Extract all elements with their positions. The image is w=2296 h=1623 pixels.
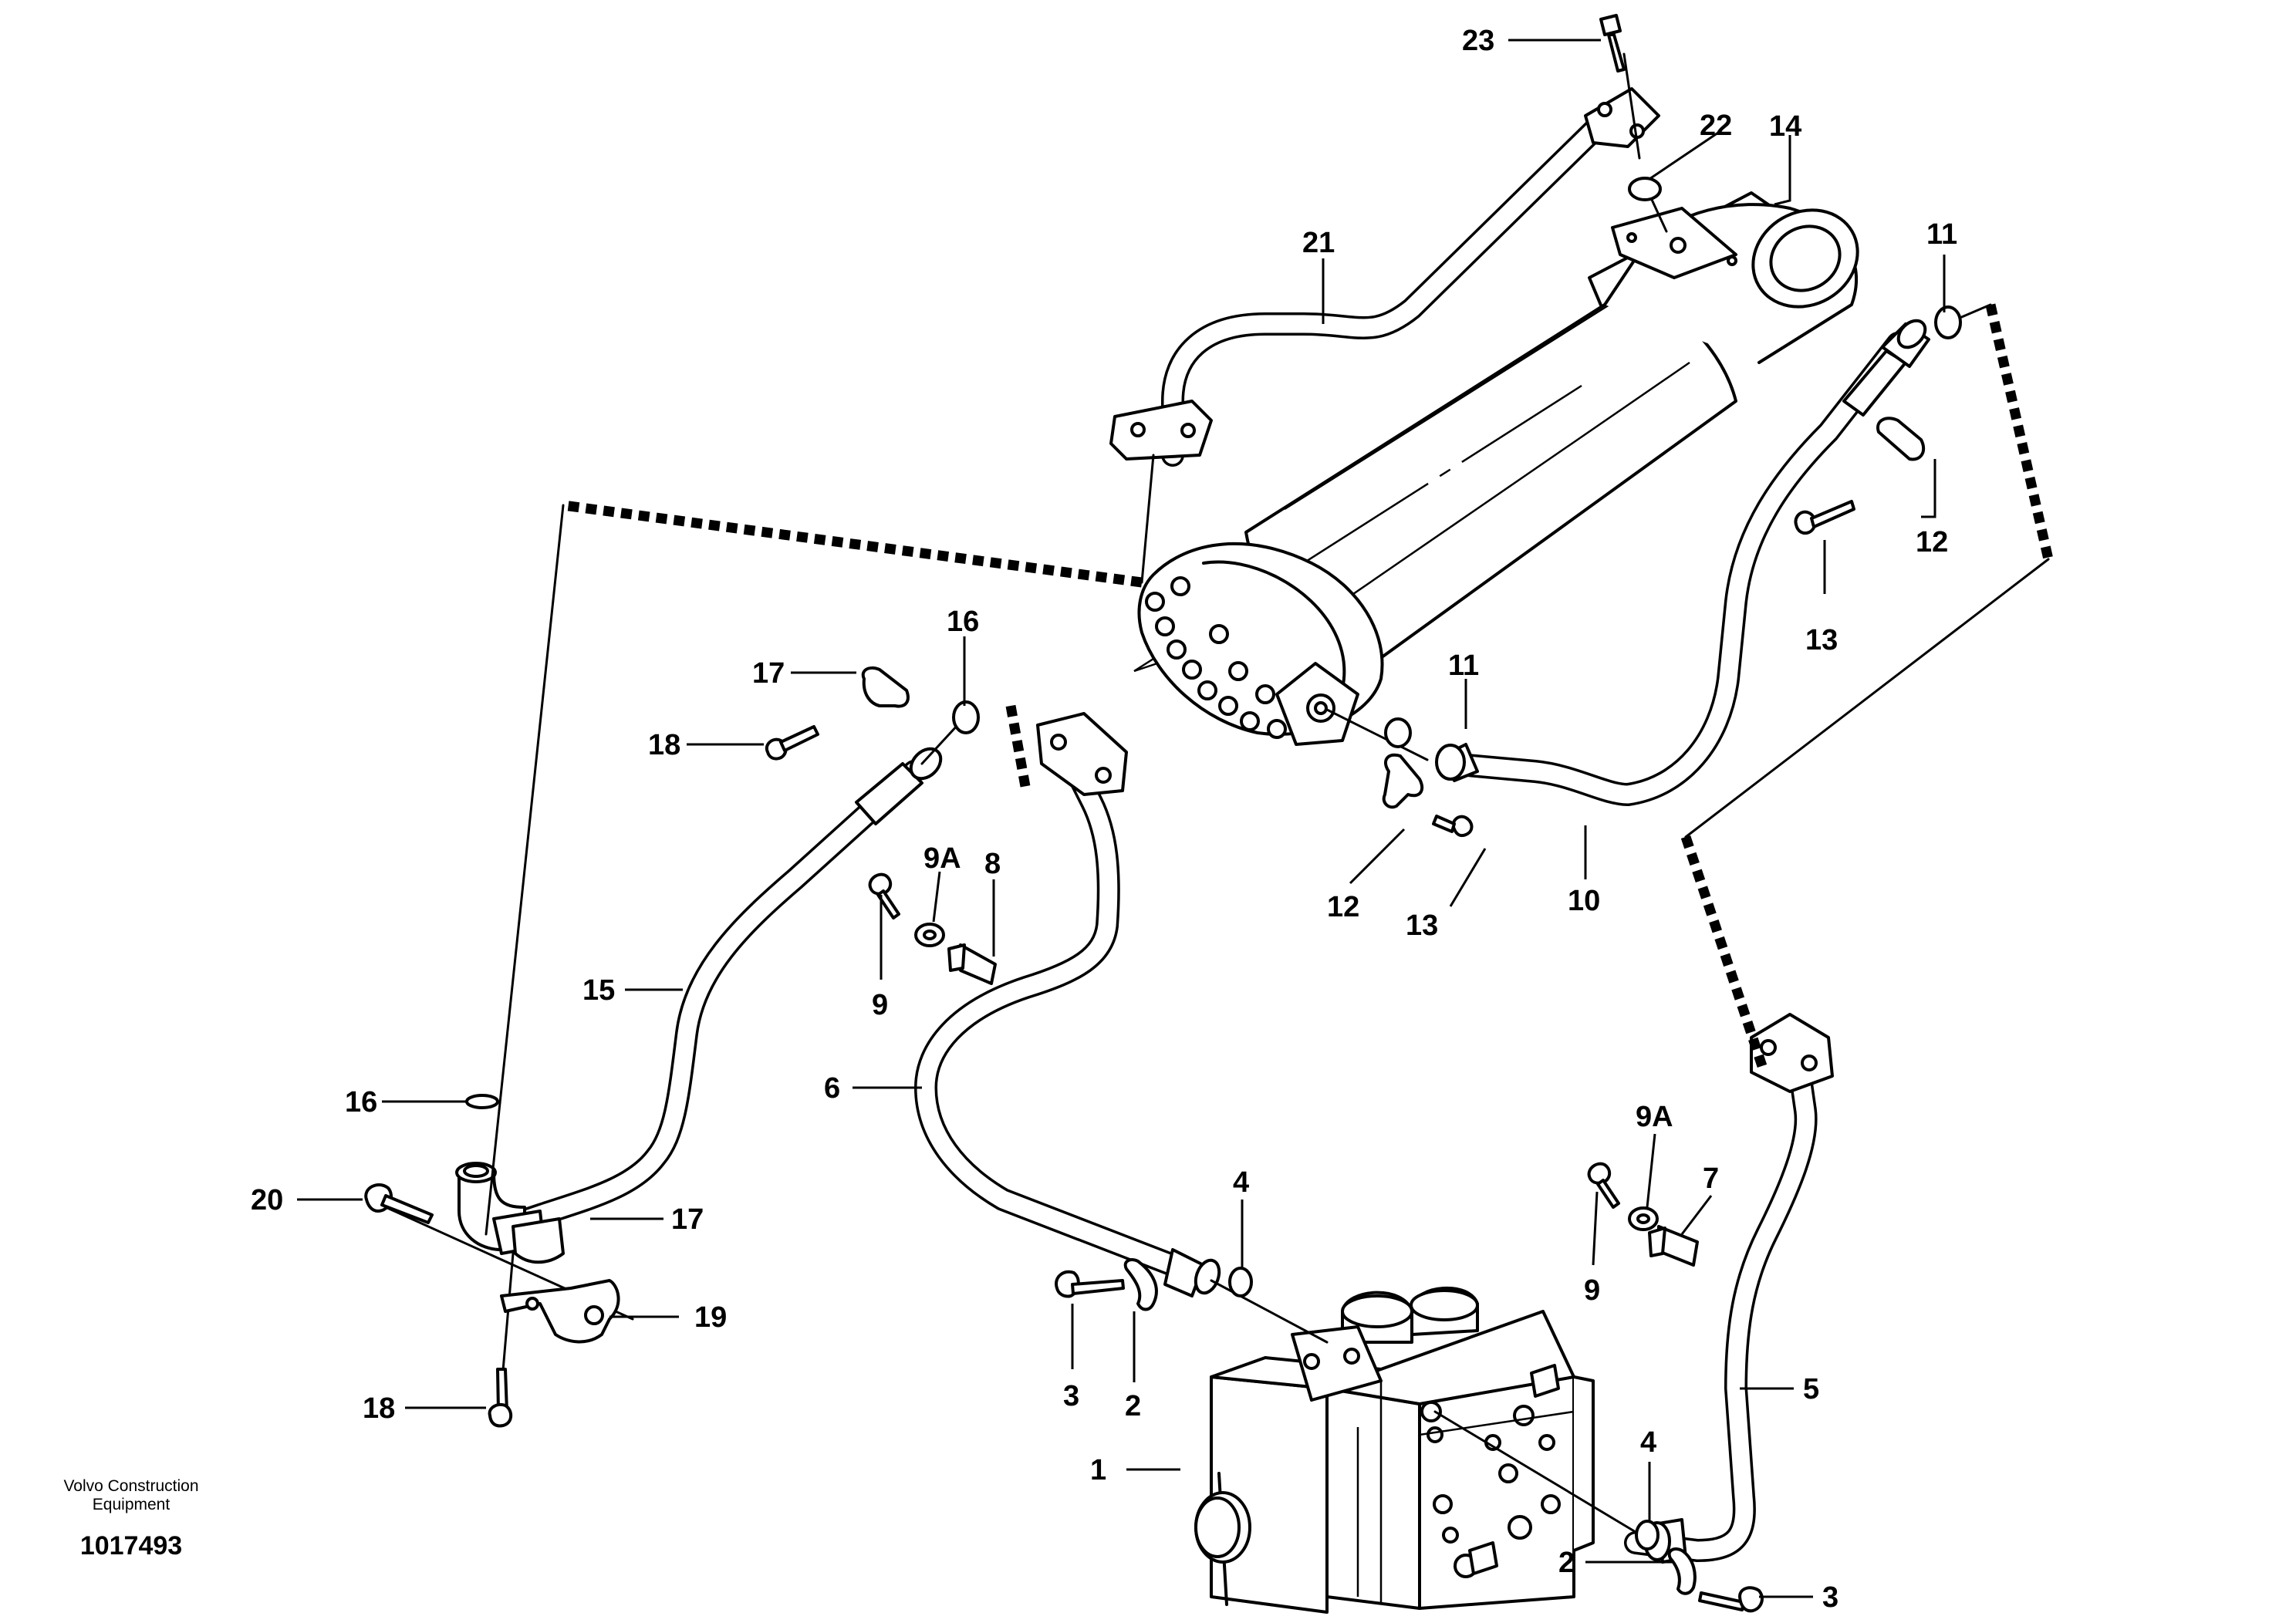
callout-3-mid: 3 xyxy=(1063,1380,1079,1412)
callout-11-mid: 11 xyxy=(1448,650,1479,682)
callout-8: 8 xyxy=(984,848,1001,880)
callout-22: 22 xyxy=(1700,110,1732,142)
callout-23: 23 xyxy=(1462,25,1494,57)
callout-14: 14 xyxy=(1769,110,1801,143)
dashed-connection-lines xyxy=(562,303,2054,1071)
callout-18-lower: 18 xyxy=(363,1392,395,1425)
callout-10: 10 xyxy=(1568,885,1600,917)
assembly-lines xyxy=(384,52,2050,1543)
brand-line-1: Volvo Construction xyxy=(63,1477,199,1495)
callout-3-right: 3 xyxy=(1822,1581,1838,1614)
callout-2-right: 2 xyxy=(1558,1547,1575,1579)
callout-9A-right: 9A xyxy=(1636,1101,1673,1133)
callout-11-upper: 11 xyxy=(1926,218,1957,251)
callout-4-right: 4 xyxy=(1640,1426,1656,1459)
control-valve xyxy=(1194,1287,1595,1614)
callout-19: 19 xyxy=(694,1301,727,1334)
callout-18-upper: 18 xyxy=(648,729,680,761)
callout-6: 6 xyxy=(824,1072,840,1105)
callout-9A-left: 9A xyxy=(923,842,961,875)
callout-13-mid: 13 xyxy=(1406,909,1438,942)
callout-20: 20 xyxy=(251,1184,283,1216)
callout-9-right: 9 xyxy=(1584,1274,1600,1307)
callout-7: 7 xyxy=(1703,1162,1719,1195)
callout-16-upper: 16 xyxy=(947,606,979,638)
callout-4-mid: 4 xyxy=(1233,1166,1249,1199)
hydraulic-cylinder xyxy=(1133,191,1859,746)
document-number: 1017493 xyxy=(79,1531,183,1561)
callout-21: 21 xyxy=(1302,227,1335,259)
pipe-5 xyxy=(1624,1013,1834,1564)
callout-5: 5 xyxy=(1803,1373,1819,1405)
callout-12-upper: 12 xyxy=(1916,526,1948,558)
callout-16-lower: 16 xyxy=(345,1086,377,1119)
callout-leaders xyxy=(297,39,1946,1598)
callout-9-left: 9 xyxy=(872,989,888,1021)
callout-12-mid: 12 xyxy=(1327,891,1359,923)
hose-10 xyxy=(1435,319,1930,806)
callout-labels: 23 22 14 21 11 12 13 11 12 13 10 17 16 1… xyxy=(251,25,1957,1614)
callout-15: 15 xyxy=(582,974,615,1007)
pipe-21 xyxy=(1109,87,1660,467)
document-footer: Volvo Construction Equipment 1017493 xyxy=(31,1477,231,1561)
callout-13-upper: 13 xyxy=(1805,624,1838,656)
brand-line-2: Equipment xyxy=(92,1496,171,1513)
callout-2-mid: 2 xyxy=(1125,1390,1141,1422)
small-parts xyxy=(364,14,1962,1613)
callout-1: 1 xyxy=(1090,1454,1106,1486)
callout-17-upper: 17 xyxy=(752,657,785,690)
callout-17-lower: 17 xyxy=(671,1203,704,1236)
pipe-6 xyxy=(914,712,1221,1297)
